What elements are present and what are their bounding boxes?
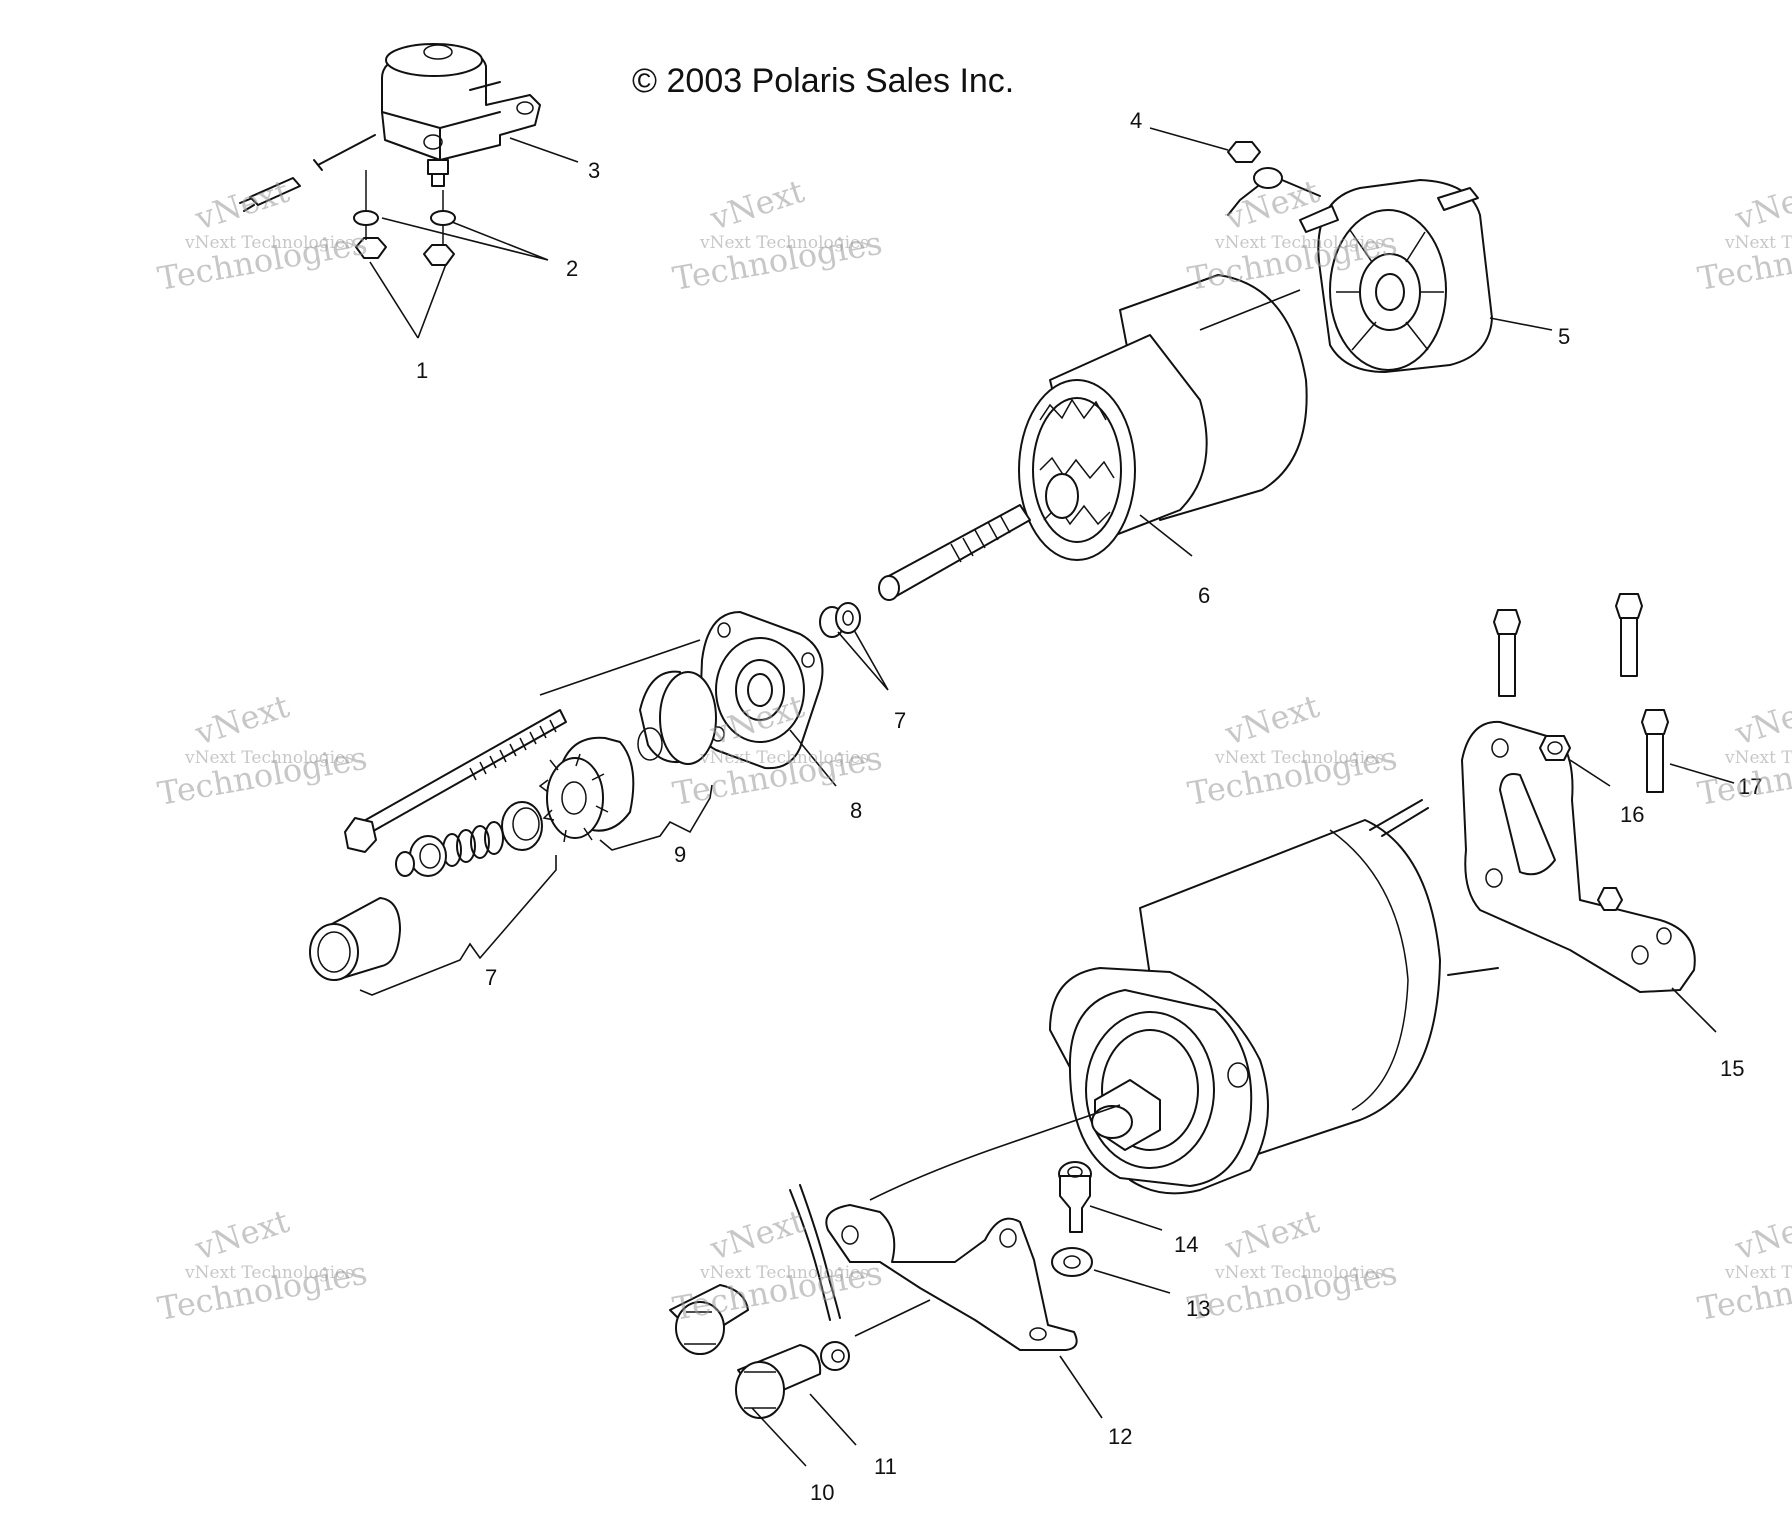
spring-retainer: [409, 835, 447, 877]
svg-text:vNext Technologies: vNext Technologies: [1724, 233, 1792, 253]
leader-lines: [369, 127, 1735, 1467]
watermark: vNext vNext Technologies Technologies: [1185, 1202, 1400, 1328]
svg-text:vNext: vNext: [1220, 1202, 1324, 1268]
pinion-cup-part: [637, 670, 717, 765]
long-through-bolt: [344, 709, 567, 853]
callout-6: 6: [1198, 583, 1210, 608]
callout-12: 12: [1108, 1424, 1132, 1449]
watermark: vNext vNext Technologies Technologies: [1695, 172, 1792, 298]
flange-bolt-lower: [735, 1344, 822, 1419]
solenoid-nuts: [355, 224, 455, 266]
callout-13: 13: [1186, 1296, 1210, 1321]
svg-text:vNext: vNext: [705, 1202, 809, 1268]
svg-text:vNext Technologies: vNext Technologies: [184, 748, 354, 768]
drive-spring: [442, 821, 504, 867]
field-housing-part: [1018, 274, 1308, 561]
svg-text:vNext: vNext: [190, 687, 294, 753]
front-mount-bracket: [825, 1204, 1078, 1351]
watermark: vNext vNext Technologies Technologies: [155, 687, 370, 813]
callout-1: 1: [416, 358, 428, 383]
svg-text:vNext Technologies: vNext Technologies: [699, 1263, 869, 1283]
callout-15: 15: [1720, 1056, 1744, 1081]
drive-collar: [501, 801, 543, 851]
svg-text:vNext Technologies: vNext Technologies: [699, 233, 869, 253]
callout-16: 16: [1620, 802, 1644, 827]
callout-17: 17: [1738, 774, 1762, 799]
svg-text:vNext Technologies: vNext Technologies: [184, 1263, 354, 1283]
svg-text:vNext Technologies: vNext Technologies: [1214, 1263, 1384, 1283]
flange-bolt-upper: [669, 1284, 749, 1355]
svg-text:vNext: vNext: [1730, 1202, 1792, 1268]
callout-8: 8: [850, 798, 862, 823]
bracket-nut: [1539, 735, 1571, 761]
watermark: vNext vNext Technologies Technologies: [670, 172, 885, 298]
starter-motor-assembly: [1049, 799, 1499, 1195]
terminal-nut: [1227, 141, 1321, 216]
callout-5: 5: [1558, 324, 1570, 349]
pinion-gear-part: [538, 736, 635, 843]
svg-text:vNext: vNext: [1220, 687, 1324, 753]
svg-text:vNext: vNext: [1730, 172, 1792, 238]
callout-2: 2: [566, 256, 578, 281]
callout-7-lower: 7: [485, 965, 497, 990]
svg-text:vNext Technologies: vNext Technologies: [1724, 1263, 1792, 1283]
rear-mount-bracket: [1461, 720, 1696, 993]
armature-shaft-part: [878, 504, 1031, 601]
watermark: vNext vNext Technologies Technologies: [1695, 1202, 1792, 1328]
callout-7-upper: 7: [894, 708, 906, 733]
end-cover-part: [1299, 179, 1493, 373]
copyright-text: © 2003 Polaris Sales Inc.: [632, 62, 1014, 100]
watermark: vNext vNext Technologies Technologies: [1695, 687, 1792, 813]
svg-text:vNext: vNext: [190, 172, 294, 238]
callout-14: 14: [1174, 1232, 1198, 1257]
svg-text:vNext Technologies: vNext Technologies: [699, 748, 869, 768]
svg-text:vNext Technologies: vNext Technologies: [1214, 748, 1384, 768]
callout-11: 11: [874, 1454, 897, 1479]
watermark: vNext vNext Technologies Technologies: [155, 1202, 370, 1328]
svg-text:vNext: vNext: [705, 172, 809, 238]
callout-numbers: 1 2 3 4 5 6 7 7 8 9 10 11 12 13 14 15 16…: [416, 108, 1762, 1505]
watermark-grid: vNext vNext Technologies Technologies vN…: [155, 172, 1792, 1328]
watermark: vNext vNext Technologies Technologies: [155, 172, 370, 298]
bracket-bolts: [1493, 593, 1669, 793]
shaft-washers: [819, 602, 861, 638]
svg-text:vNext Technologies: vNext Technologies: [184, 233, 354, 253]
svg-text:vNext: vNext: [1730, 687, 1792, 753]
callout-3: 3: [588, 158, 600, 183]
callout-10: 10: [810, 1480, 834, 1505]
svg-text:vNext Technologies: vNext Technologies: [1724, 748, 1792, 768]
socket-cap-screw: [1058, 1161, 1092, 1233]
flat-washer: [1051, 1247, 1093, 1277]
callout-4: 4: [1130, 108, 1142, 133]
alignment-lines: [539, 289, 1301, 1337]
kit-bracket-7: [359, 855, 557, 996]
svg-text:vNext Technologies: vNext Technologies: [1214, 233, 1384, 253]
callout-9: 9: [674, 842, 686, 867]
snap-ring: [395, 851, 415, 877]
svg-text:vNext: vNext: [190, 1202, 294, 1268]
stop-collar: [309, 897, 401, 981]
ground-cable: [789, 1184, 850, 1371]
solenoid-part: [239, 43, 541, 212]
kit-bracket-9: [599, 784, 713, 851]
watermark: vNext vNext Technologies Technologies: [1185, 687, 1400, 813]
